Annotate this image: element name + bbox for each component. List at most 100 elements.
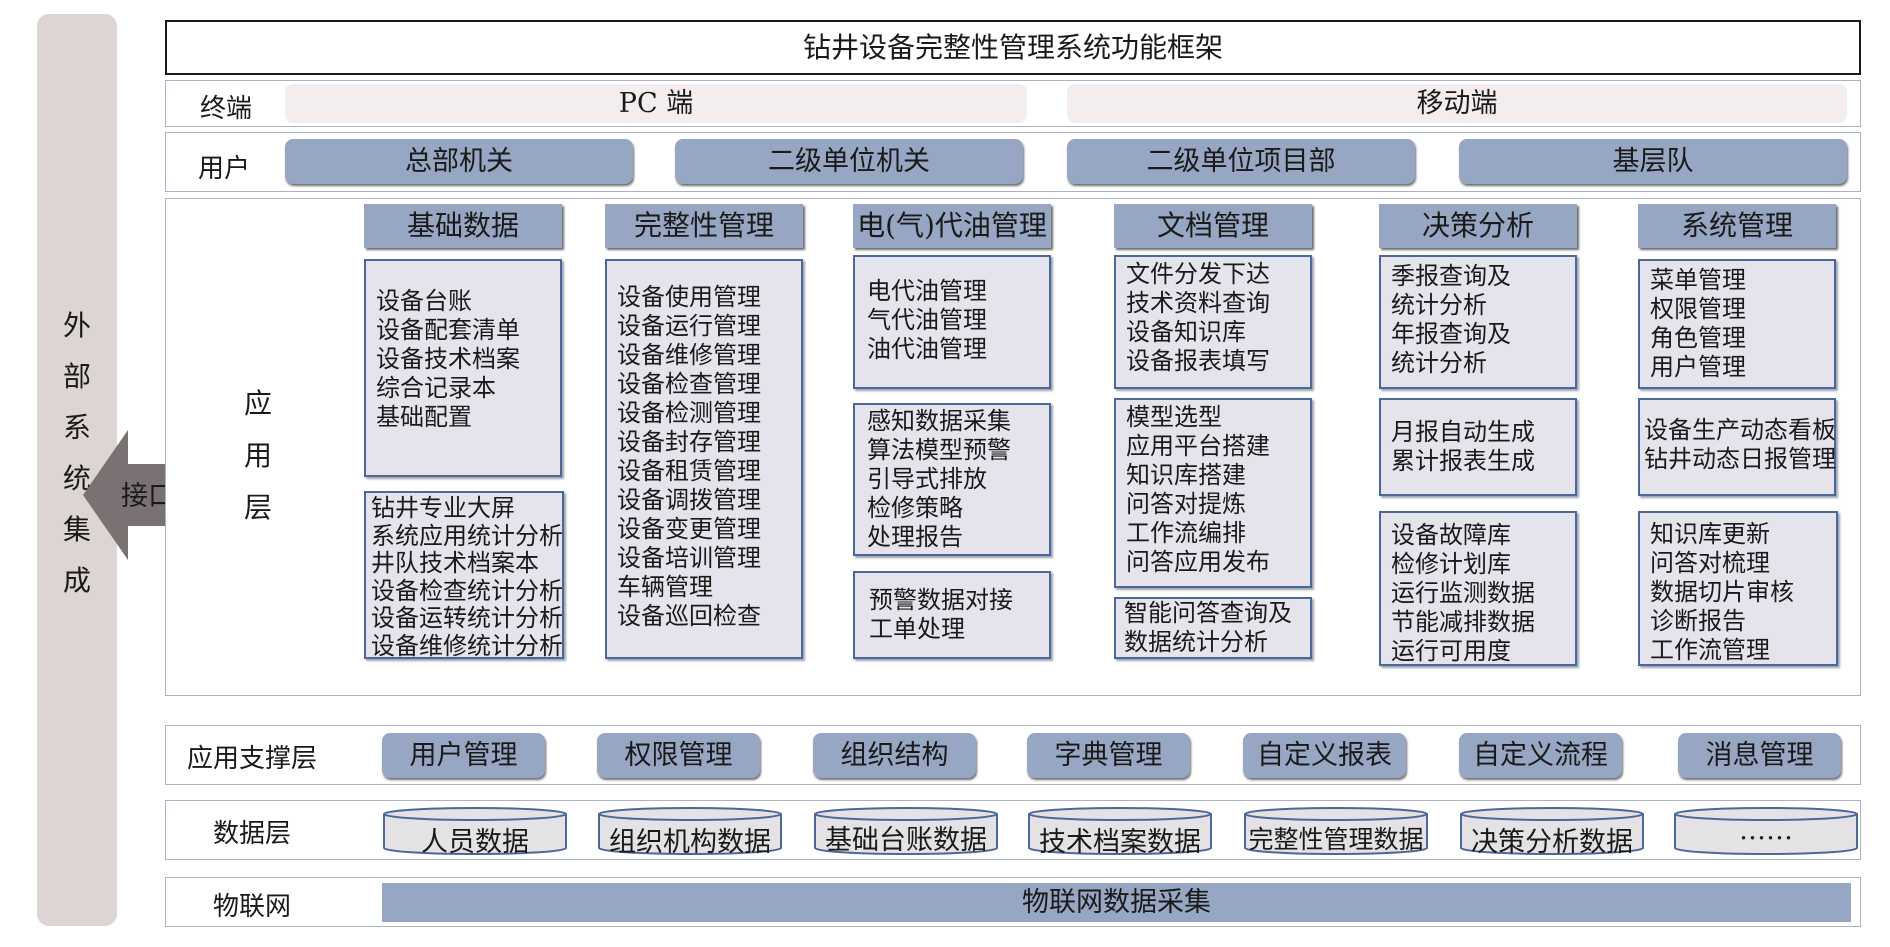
decision-box-3: 设备故障库 检修计划库 运行监测数据 节能减排数据 运行可用度 — [1379, 511, 1577, 666]
database-cylinder-icon — [814, 807, 998, 855]
database-cylinder-icon — [1674, 807, 1858, 855]
list-item: 设备台账 — [376, 287, 472, 315]
support-layer-label: 应用支撑层 — [187, 744, 318, 774]
user-secondary-unit: 二级单位机关 — [675, 139, 1023, 184]
integrity-management-box: 设备使用管理 设备运行管理 设备维修管理 设备检查管理 设备检测管理 设备封存管… — [605, 259, 803, 659]
list-item: 井队技术档案本 — [371, 549, 539, 577]
list-item: 检修计划库 — [1391, 550, 1511, 578]
list-item: 问答对提炼 — [1126, 490, 1246, 518]
system-box-2: 设备生产动态看板 钻井动态日报管理 — [1638, 398, 1836, 496]
list-item: 设备报表填写 — [1126, 347, 1270, 375]
list-item: 设备维修统计分析 — [371, 631, 563, 660]
list-item: 设备变更管理 — [617, 515, 761, 543]
support-custom-report: 自定义报表 — [1243, 733, 1406, 778]
category-electric-gas-oil: 电(气)代油管理 — [853, 204, 1051, 248]
user-secondary-project: 二级单位项目部 — [1067, 139, 1415, 184]
list-item: 设备维修管理 — [617, 341, 761, 369]
basic-data-box-2: 钻井专业大屏 系统应用统计分析 井队技术档案本 设备检查统计分析 设备运转统计分… — [364, 491, 564, 659]
system-box-3: 知识库更新 问答对梳理 数据切片审核 诊断报告 工作流管理 — [1638, 511, 1838, 666]
list-item: 钻井动态日报管理 — [1644, 445, 1836, 473]
list-item: 油代油管理 — [867, 335, 987, 363]
decision-box-2: 月报自动生成 累计报表生成 — [1379, 398, 1577, 496]
list-item: 设备巡回检查 — [617, 602, 761, 630]
support-permission-management: 权限管理 — [597, 733, 760, 778]
data-decision-analysis: 决策分析数据 — [1471, 827, 1633, 858]
database-cylinder-icon — [1244, 807, 1428, 855]
user-headquarters: 总部机关 — [285, 139, 633, 184]
list-item: 菜单管理 — [1650, 266, 1746, 294]
list-item: 智能问答查询及 — [1124, 599, 1292, 627]
list-item: 应用平台搭建 — [1126, 432, 1270, 460]
list-item: 设备运转统计分析 — [371, 604, 563, 632]
support-dictionary-management: 字典管理 — [1027, 733, 1190, 778]
list-item: 设备使用管理 — [617, 283, 761, 311]
list-item: 车辆管理 — [617, 573, 713, 601]
list-item: 算法模型预警 — [867, 436, 1011, 464]
list-item: 设备故障库 — [1391, 521, 1511, 549]
electric-gas-oil-box-1: 电代油管理 气代油管理 油代油管理 — [853, 255, 1051, 389]
list-item: 系统应用统计分析 — [371, 521, 563, 550]
category-basic-data: 基础数据 — [364, 204, 562, 248]
data-integrity-management: 完整性管理数据 — [1248, 825, 1424, 854]
list-item: 累计报表生成 — [1391, 447, 1535, 475]
document-box-3: 智能问答查询及 数据统计分析 — [1114, 597, 1312, 659]
list-item: 统计分析 — [1391, 291, 1487, 319]
user-label: 用户 — [198, 154, 251, 184]
list-item: 设备运行管理 — [617, 312, 761, 340]
list-item: 设备调拨管理 — [617, 486, 761, 514]
list-item: 数据统计分析 — [1124, 628, 1268, 656]
list-item: 引导式排放 — [867, 465, 987, 493]
list-item: 电代油管理 — [867, 277, 987, 305]
database-cylinder-icon — [1460, 807, 1644, 855]
list-item: 设备生产动态看板 — [1644, 416, 1836, 444]
data-personnel: 人员数据 — [421, 827, 529, 858]
list-item: 工作流管理 — [1650, 636, 1770, 664]
list-item: 诊断报告 — [1650, 607, 1746, 635]
iot-data-collection: 物联网数据采集 — [382, 883, 1851, 922]
support-custom-workflow: 自定义流程 — [1459, 733, 1622, 778]
list-item: 工作流编排 — [1126, 519, 1246, 547]
list-item: 基础配置 — [376, 403, 472, 431]
list-item: 设备培训管理 — [617, 544, 761, 572]
terminal-label: 终端 — [200, 94, 253, 124]
basic-data-box-1: 设备台账 设备配套清单 设备技术档案 综合记录本 基础配置 — [364, 259, 562, 477]
database-cylinder-icon — [1028, 807, 1212, 855]
document-box-1: 文件分发下达 技术资料查询 设备知识库 设备报表填写 — [1114, 255, 1312, 389]
list-item: 运行监测数据 — [1391, 579, 1535, 607]
support-user-management: 用户管理 — [382, 733, 545, 778]
electric-gas-oil-box-3: 预警数据对接 工单处理 — [853, 571, 1051, 659]
list-item: 工单处理 — [869, 615, 965, 643]
list-item: 设备检查统计分析 — [371, 576, 563, 605]
database-cylinder-icon — [598, 807, 782, 855]
list-item: 模型选型 — [1126, 403, 1222, 431]
list-item: 气代油管理 — [867, 306, 987, 334]
list-item: 设备租赁管理 — [617, 457, 761, 485]
external-integration-label: 外 部 系 统 集 成 — [62, 309, 91, 597]
terminal-pc: PC 端 — [285, 84, 1027, 123]
list-item: 感知数据采集 — [867, 407, 1011, 435]
list-item: 处理报告 — [867, 523, 963, 551]
system-box-1: 菜单管理 权限管理 角色管理 用户管理 — [1638, 259, 1836, 389]
list-item: 文件分发下达 — [1126, 260, 1270, 288]
list-item: 角色管理 — [1650, 324, 1746, 352]
category-document-management: 文档管理 — [1114, 204, 1312, 248]
list-item: 问答应用发布 — [1126, 548, 1270, 576]
list-item: 问答对梳理 — [1650, 549, 1770, 577]
category-system-management: 系统管理 — [1638, 204, 1836, 248]
page-title: 钻井设备完整性管理系统功能框架 — [165, 20, 1861, 75]
support-message-management: 消息管理 — [1678, 733, 1841, 778]
decision-box-1: 季报查询及 统计分析 年报查询及 统计分析 — [1379, 255, 1577, 389]
list-item: 设备检查管理 — [617, 370, 761, 398]
list-item: 知识库更新 — [1650, 520, 1770, 548]
document-box-2: 模型选型 应用平台搭建 知识库搭建 问答对提炼 工作流编排 问答应用发布 — [1114, 398, 1312, 588]
list-item: 运行可用度 — [1391, 637, 1511, 665]
list-item: 统计分析 — [1391, 349, 1487, 377]
list-item: 技术资料查询 — [1126, 289, 1270, 317]
electric-gas-oil-box-2: 感知数据采集 算法模型预警 引导式排放 检修策略 处理报告 — [853, 403, 1051, 556]
category-decision-analysis: 决策分析 — [1379, 204, 1577, 248]
list-item: 钻井专业大屏 — [371, 494, 515, 522]
data-organization: 组织机构数据 — [609, 827, 771, 858]
database-cylinder-icon — [383, 807, 567, 855]
support-organization-structure: 组织结构 — [813, 733, 976, 778]
application-layer-label: 应 用 层 — [243, 387, 272, 524]
